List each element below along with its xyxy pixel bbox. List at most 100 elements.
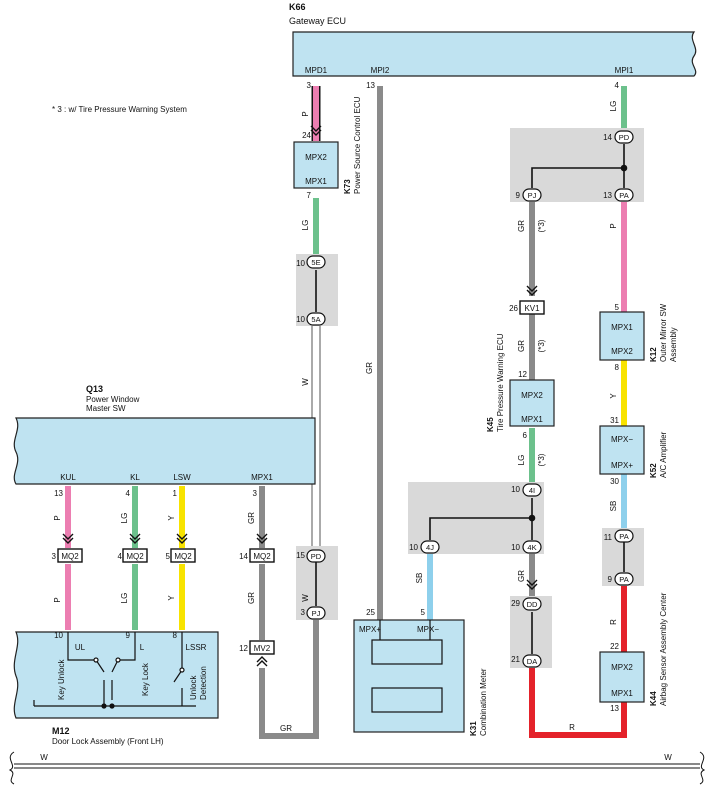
m12-label-key-lock: Key Lock — [141, 662, 150, 696]
oval-pa-low — [614, 572, 634, 586]
pin-num-10-ul: 10 — [54, 631, 63, 640]
k73-pin-mpx2: MPX2 — [305, 153, 327, 162]
pin-num-3-mpd1: 3 — [307, 81, 312, 90]
k73-name: Power Source Control ECU — [353, 96, 362, 194]
k52-id: K52 — [649, 463, 658, 478]
wlabel-p-ul: P — [53, 597, 62, 602]
wlabel-w-ground-left: W — [40, 753, 48, 762]
k12-pin-mpx1: MPX1 — [611, 323, 633, 332]
oval-5a-label: 5A — [311, 315, 320, 324]
chevron-down-icon — [129, 533, 141, 544]
chevron-down-icon — [62, 533, 74, 544]
outer-mirror-sw-box — [599, 311, 645, 361]
oval-pd-right-label: PD — [619, 133, 630, 142]
mq2-box-3 — [170, 548, 196, 563]
wlabel-gr-mpi2: GR — [365, 362, 374, 374]
oval-da-label: DA — [527, 657, 537, 666]
pin-num-9-pa: 9 — [608, 575, 613, 584]
oval-pa-low-label: PA — [619, 575, 628, 584]
k66-id: K66 — [289, 2, 306, 12]
oval-pj-right — [522, 188, 542, 202]
k12-id: K12 — [649, 347, 658, 362]
wlabel-gr-pj: GR — [517, 220, 526, 232]
k31-pin-mpxplus: MPX+ — [359, 625, 381, 634]
wlabel-gr-4k: GR — [517, 570, 526, 582]
oval-pa-top — [614, 188, 634, 202]
pin-num-15: 15 — [296, 551, 305, 560]
wire-gr-bottom — [259, 620, 319, 739]
oval-4i-label: 4I — [529, 486, 535, 495]
oval-pa-mid — [614, 529, 634, 543]
kv1-label: KV1 — [524, 304, 540, 313]
junction-internals — [315, 144, 628, 654]
pin-num-3-mpx1: 3 — [253, 489, 258, 498]
mq2-label-1: MQ2 — [61, 552, 79, 561]
chevron-down-icon — [256, 533, 268, 544]
wlabel-sb-k52: SB — [609, 501, 618, 512]
pin-num-9-pj: 9 — [516, 191, 521, 200]
k44-name: Airbag Sensor Assembly Center — [659, 592, 668, 706]
power-window-master-sw-box — [13, 417, 316, 485]
pin-num-13-pa: 13 — [603, 191, 612, 200]
chevron-down-icon — [176, 533, 188, 544]
oval-5a — [306, 312, 326, 326]
tpws-ecu-box — [509, 379, 555, 427]
wlabel-p-kul: P — [53, 515, 62, 520]
oval-5e-label: 5E — [311, 258, 320, 267]
wlabel-p-1: P — [301, 111, 310, 116]
wlabel-p-pa: P — [609, 223, 618, 228]
footnote: * 3 : w/ Tire Pressure Warning System — [52, 105, 187, 114]
mq2-label-3: MQ2 — [174, 552, 192, 561]
q13-name: Power Window — [86, 395, 140, 404]
pin-num-13-k44: 13 — [610, 704, 619, 713]
gateway-ecu-box — [292, 31, 697, 77]
oval-dd-label: DD — [527, 600, 538, 609]
junction-blocks — [296, 128, 644, 668]
mv2-label: MV2 — [254, 644, 271, 653]
door-lock-switches — [33, 632, 196, 709]
oval-4j — [420, 540, 440, 554]
m12-label-unlock: Unlock — [189, 675, 198, 700]
pin-num-5-mq2: 5 — [166, 552, 171, 561]
k44-pin-mpx1: MPX1 — [611, 689, 633, 698]
k66-pin-mpi2: MPI2 — [371, 66, 390, 75]
pin-num-4-mq2: 4 — [118, 552, 123, 561]
pin-num-8-lssr: 8 — [173, 631, 178, 640]
q13-pin-mpx1: MPX1 — [251, 473, 273, 482]
m12-id: M12 — [52, 726, 70, 736]
oval-connectors: 5E 5A PD PJ PD PJ PA PA PA 4I 4J 4K DD D… — [306, 130, 634, 668]
q13-pin-kl: KL — [130, 473, 140, 482]
chevron-marks — [62, 125, 538, 667]
wlabel-y-k12: Y — [609, 393, 618, 399]
m12-label-key-unlock: Key Unlock — [57, 659, 66, 700]
pin-num-1-lsw: 1 — [173, 489, 178, 498]
k52-pin-mpxplus: MPX+ — [611, 461, 633, 470]
pin-numbers: 3 24 7 13 4 10 10 15 3 14 9 13 26 12 6 5… — [52, 81, 620, 713]
k31-pin-mpxminus: MPX− — [417, 625, 439, 634]
pin-num-10-5e: 10 — [296, 259, 305, 268]
chevron-down-icon — [310, 125, 322, 136]
k52-name: A/C Amplifier — [659, 431, 668, 478]
pin-num-9-l: 9 — [126, 631, 131, 640]
pin-num-25: 25 — [366, 608, 375, 617]
pin-num-30: 30 — [610, 477, 619, 486]
wlabel-w-ground-right: W — [664, 753, 672, 762]
mq2-label-2: MQ2 — [126, 552, 144, 561]
pin-num-4-kl: 4 — [126, 489, 131, 498]
oval-pj-left-label: PJ — [312, 609, 321, 618]
ground-line — [8, 751, 706, 785]
oval-pd-right — [614, 130, 634, 144]
pin-num-5-meter: 5 — [421, 608, 426, 617]
oval-4i — [522, 483, 542, 497]
oval-pj-left — [306, 606, 326, 620]
wlabel-gr-kv1: GR — [517, 340, 526, 352]
chevron-down-icon — [526, 285, 538, 296]
wlabel-sb-4j: SB — [415, 573, 424, 584]
kv1-box — [519, 300, 545, 315]
wlabel-lg-1: LG — [301, 220, 310, 231]
wlabel-w-1: W — [301, 378, 310, 386]
oval-4k-label: 4K — [527, 543, 536, 552]
wlabel-y-lsw: Y — [167, 515, 176, 521]
mv2-box — [249, 640, 275, 655]
k45-pin-mpx2: MPX2 — [521, 391, 543, 400]
